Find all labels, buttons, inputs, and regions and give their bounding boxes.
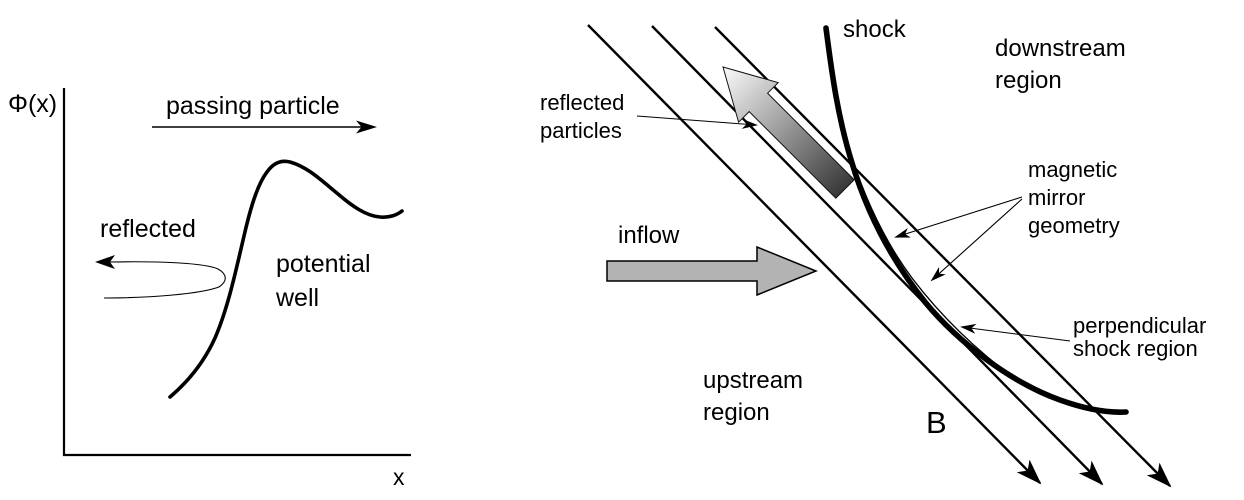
reflected-loop-arrowhead-icon (95, 255, 115, 269)
passing-particle-label: passing particle (166, 92, 340, 120)
perpendicular-shock-pointer (960, 323, 1071, 342)
passing-particle-arrowhead-icon (356, 120, 377, 134)
perpendicular-shock-label-line1: perpendicular (1073, 313, 1206, 338)
draped-field-line (846, 142, 1023, 385)
inflow-label: inflow (618, 222, 680, 249)
potential-well-label-line1: potential (276, 250, 371, 278)
downstream-region-label-line1: downstream (995, 35, 1126, 62)
shock-front-curve (823, 25, 1129, 415)
magnetic-mirror-pointer-1 (894, 196, 1023, 238)
b-field-label: B (926, 405, 947, 440)
potential-well-panel: Φ(x) x passing particle reflected potent… (8, 88, 411, 490)
y-axis-label: Φ(x) (8, 90, 57, 118)
upstream-region-label-line2: region (703, 399, 770, 426)
inflow-arrow (606, 245, 818, 297)
magnetic-mirror-label-line2: mirror (1028, 185, 1085, 210)
magnetic-mirror-label-line1: magnetic (1028, 157, 1117, 182)
magnetic-mirror-pointer-2 (930, 198, 1023, 282)
potential-curve (168, 159, 404, 399)
reflected-particles-label-line2: particles (540, 118, 622, 143)
perpendicular-shock-label-line2: shock region (1073, 336, 1198, 361)
reflected-loop-arrow (103, 261, 226, 299)
field-line-1 (587, 24, 1042, 485)
reflected-particles-pointer (636, 115, 758, 129)
reflected-label: reflected (100, 215, 196, 243)
field-line-2 (651, 25, 1104, 486)
upstream-region-label-line1: upstream (703, 367, 803, 394)
potential-well-label-line2: well (275, 284, 319, 312)
shock-label: shock (843, 16, 907, 43)
shock-geometry-panel: shock downstream region reflected partic… (540, 16, 1206, 488)
reflected-particles-label-line1: reflected (540, 90, 624, 115)
downstream-region-label-line2: region (995, 67, 1062, 94)
reflected-particles-arrow (722, 66, 855, 199)
x-axis-label: x (393, 464, 405, 490)
magnetic-mirror-label-line3: geometry (1028, 213, 1120, 238)
